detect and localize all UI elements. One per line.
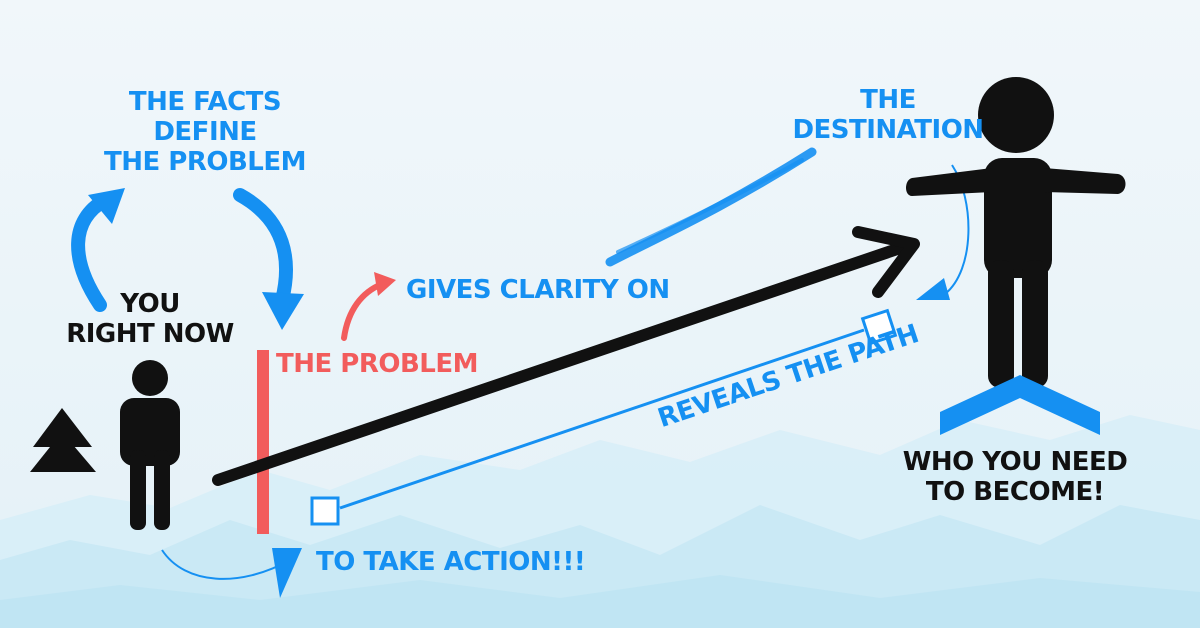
curved-arrow-up-icon xyxy=(71,188,125,312)
path-end-square xyxy=(860,308,898,346)
problem-bar xyxy=(257,350,269,534)
facts-label: THE FACTS DEFINE THE PROBLEM xyxy=(103,87,307,177)
path-line xyxy=(310,308,898,526)
clarity-label: GIVES CLARITY ON xyxy=(406,275,670,305)
chevron-up-icon xyxy=(940,375,1100,435)
main-arrow xyxy=(212,226,920,486)
curved-arrow-down-icon xyxy=(233,188,304,330)
person-large-icon xyxy=(906,77,1126,388)
action-label: TO TAKE ACTION!!! xyxy=(316,547,586,577)
destination-label: THE DESTINATION xyxy=(792,85,984,145)
person-small-icon xyxy=(120,360,180,530)
clarity-arrow-icon xyxy=(341,272,396,341)
mountain-range-near xyxy=(0,575,1200,628)
you-label: YOU RIGHT NOW xyxy=(66,289,234,349)
problem-label: THE PROBLEM xyxy=(276,349,479,379)
brush-stroke xyxy=(605,147,817,267)
become-label: WHO YOU NEED TO BECOME! xyxy=(902,447,1128,507)
tree-icon xyxy=(30,408,96,472)
path-start-square xyxy=(310,496,340,526)
action-arrow-icon xyxy=(161,548,302,598)
